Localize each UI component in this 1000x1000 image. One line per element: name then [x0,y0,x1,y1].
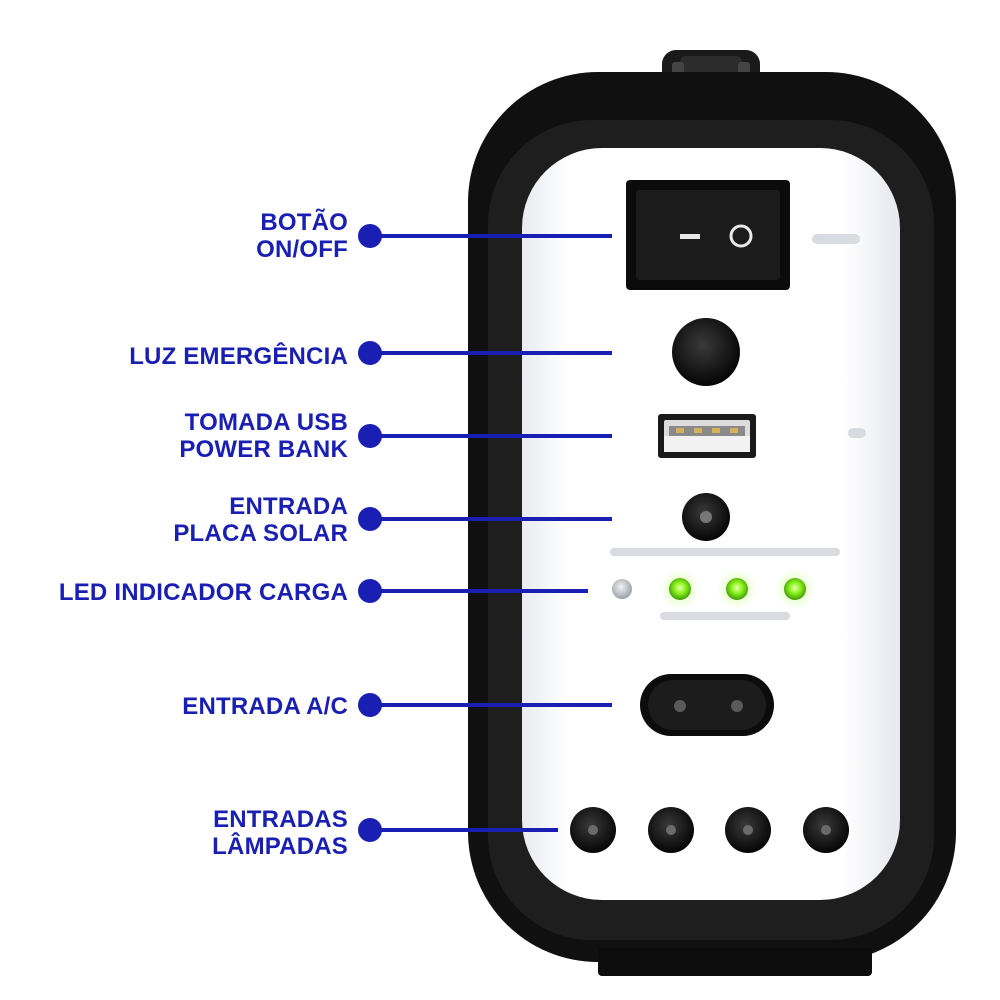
solar-input-jack[interactable] [682,493,730,541]
callout-ac-input: ENTRADA A/C [182,693,348,720]
switch-off-mark [729,224,753,248]
charge-led-off [612,579,632,599]
lamp-jack[interactable] [725,807,771,853]
callout-connectors [358,224,612,842]
charge-led-on [726,578,748,600]
power-switch[interactable] [626,180,790,290]
switch-on-mark [680,234,700,239]
callout-emergency-light: LUZ EMERGÊNCIA [129,343,348,370]
callout-dot-emergency [358,341,382,365]
panel-markings [610,234,866,620]
callout-dot-solar [358,507,382,531]
callout-dot-lamps [358,818,382,842]
callout-usb-port: TOMADA USB POWER BANK [179,409,348,463]
lamp-jack[interactable] [803,807,849,853]
emergency-light-button[interactable] [672,318,740,386]
callout-dot-led [358,579,382,603]
lamp-output-jacks [570,807,849,853]
callout-dot-usb [358,424,382,448]
callout-charge-led: LED INDICADOR CARGA [58,579,348,606]
callout-lamp-outputs: ENTRADAS LÂMPADAS [212,806,348,860]
callout-solar-input: ENTRADA PLACA SOLAR [173,493,348,547]
charge-led-on [669,578,691,600]
lamp-jack[interactable] [648,807,694,853]
ac-input-socket[interactable] [640,674,774,736]
usb-port[interactable] [658,414,756,458]
callout-power-switch: BOTÃO ON/OFF [256,209,348,263]
callout-dot-power [358,224,382,248]
callout-dot-ac [358,693,382,717]
charge-led-indicator [612,569,815,609]
bottom-foot [598,948,872,976]
lamp-jack[interactable] [570,807,616,853]
charge-led-on [784,578,806,600]
